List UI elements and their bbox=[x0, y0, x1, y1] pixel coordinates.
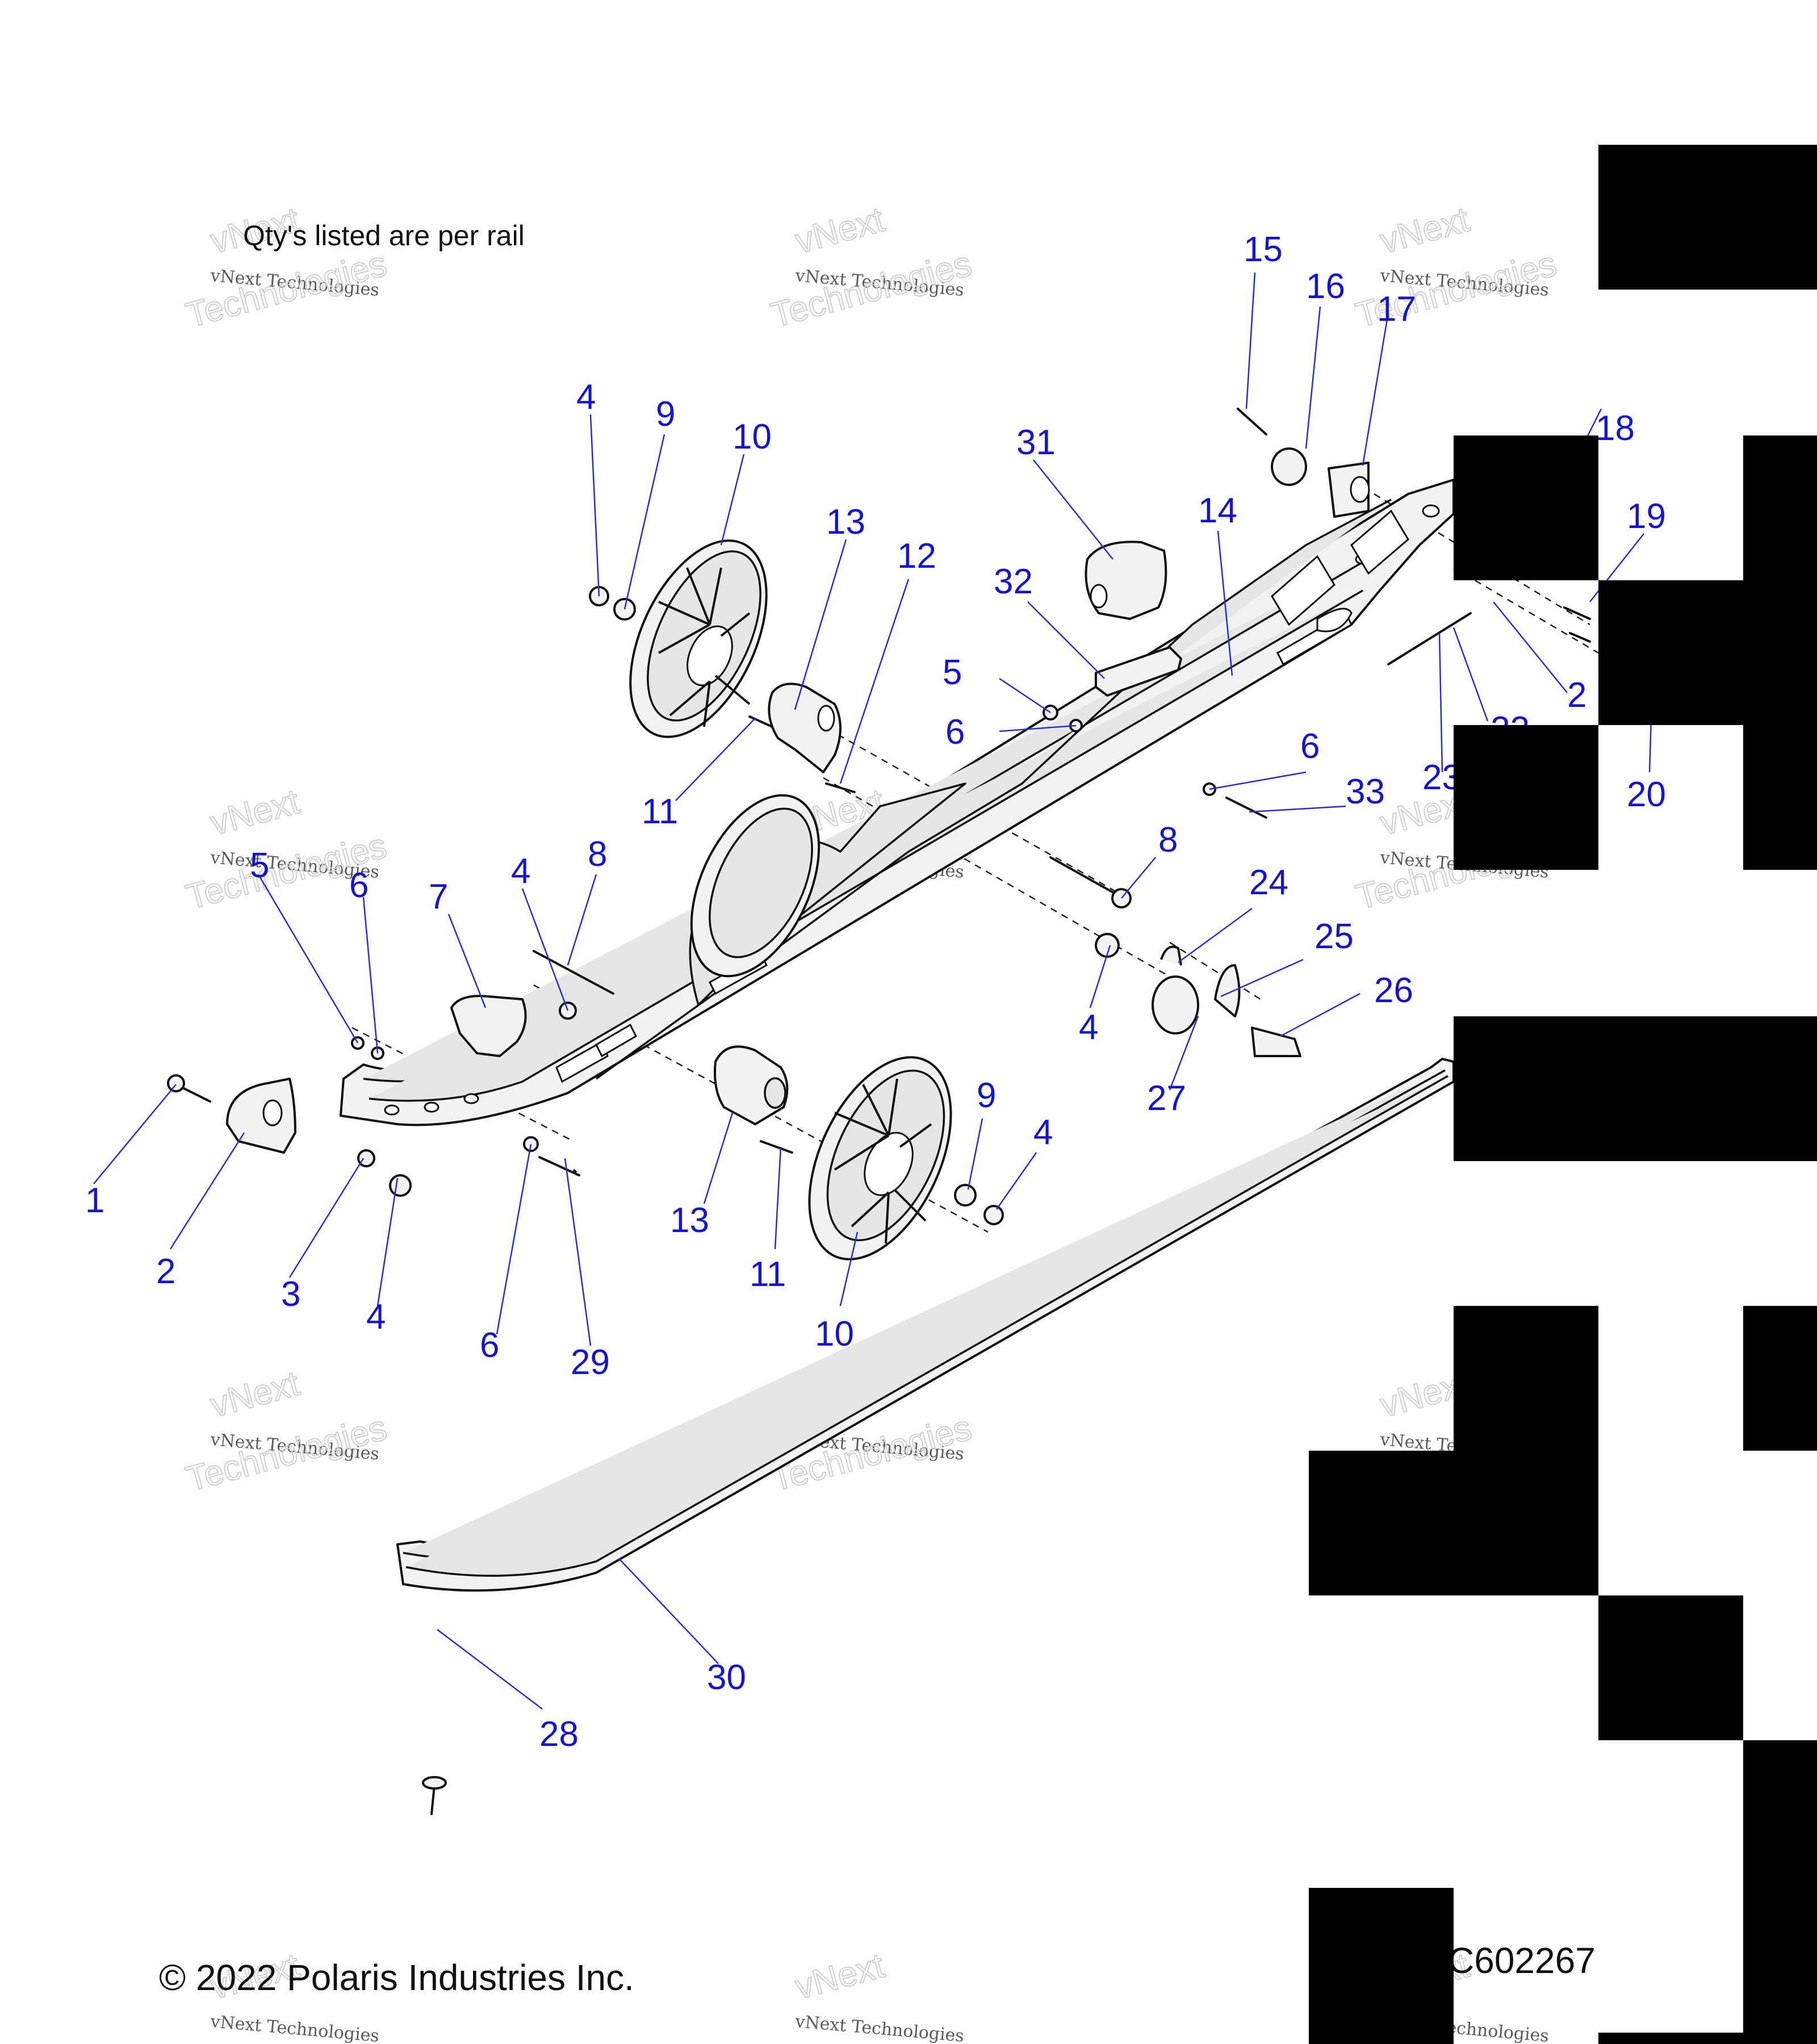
figure-id: C602267 bbox=[1448, 1940, 1596, 1981]
callout-15: 15 bbox=[1244, 230, 1283, 269]
callout-4: 4 bbox=[1033, 1113, 1053, 1152]
callout-33: 33 bbox=[1346, 772, 1385, 811]
callouts: 1 2 3 4 4 4 4 4 5 5 6 6 6 6 7 8 8 9 9 10… bbox=[85, 230, 1666, 1754]
callout-32: 32 bbox=[994, 562, 1033, 601]
redaction-blocks bbox=[1309, 145, 1817, 2044]
idler-wheel-lower bbox=[808, 1056, 952, 1260]
watermark: vNext vNext Technologies Technologies bbox=[767, 199, 976, 336]
qty-note: Qty's listed are per rail bbox=[243, 220, 525, 252]
callout-8: 8 bbox=[588, 835, 607, 874]
copyright: © 2022 Polaris Industries Inc. bbox=[159, 1957, 634, 1998]
watermark: vNext vNext Technologies bbox=[790, 1945, 965, 2044]
callout-4: 4 bbox=[576, 378, 596, 417]
hi-fax-slide bbox=[396, 1058, 1455, 1592]
callout-13: 13 bbox=[670, 1201, 709, 1240]
svg-text:Technologies: Technologies bbox=[182, 1408, 391, 1499]
callout-13: 13 bbox=[826, 502, 865, 542]
svg-text:vNext: vNext bbox=[791, 200, 888, 261]
callout-31: 31 bbox=[1016, 423, 1056, 462]
bracket-32 bbox=[1095, 646, 1182, 697]
callout-16: 16 bbox=[1306, 267, 1345, 306]
callout-7: 7 bbox=[429, 877, 448, 916]
callout-9: 9 bbox=[656, 395, 675, 434]
svg-text:vNext Technologies: vNext Technologies bbox=[209, 2012, 380, 2044]
callout-12: 12 bbox=[897, 537, 936, 576]
callout-5: 5 bbox=[943, 653, 962, 692]
callout-18: 18 bbox=[1596, 409, 1635, 448]
callout-29: 29 bbox=[571, 1343, 610, 1382]
callout-10: 10 bbox=[815, 1314, 854, 1354]
callout-4: 4 bbox=[1079, 1008, 1098, 1047]
callout-11: 11 bbox=[750, 1255, 786, 1294]
callout-6: 6 bbox=[349, 866, 369, 905]
axle-mount-13-lower bbox=[714, 1045, 789, 1125]
callout-6: 6 bbox=[1300, 727, 1320, 766]
callout-27: 27 bbox=[1147, 1079, 1186, 1118]
callout-25: 25 bbox=[1314, 917, 1354, 956]
callout-19: 19 bbox=[1627, 497, 1666, 536]
callout-28: 28 bbox=[539, 1715, 579, 1754]
stop-block-7 bbox=[450, 995, 527, 1057]
svg-text:Technologies: Technologies bbox=[767, 244, 976, 335]
svg-text:Technologies: Technologies bbox=[182, 244, 391, 335]
callout-5: 5 bbox=[250, 846, 269, 885]
fasteners bbox=[167, 408, 1591, 1815]
svg-text:vNext: vNext bbox=[791, 1946, 888, 2007]
callout-30: 30 bbox=[707, 1658, 746, 1697]
callout-6: 6 bbox=[945, 713, 965, 752]
callout-1: 1 bbox=[85, 1181, 104, 1220]
leader-lines bbox=[93, 272, 1653, 1710]
callout-4: 4 bbox=[366, 1297, 386, 1337]
callout-20: 20 bbox=[1627, 775, 1666, 814]
callout-26: 26 bbox=[1374, 971, 1413, 1010]
axle-mount-13-upper bbox=[768, 682, 841, 773]
svg-text:vNext Technologies: vNext Technologies bbox=[794, 2012, 965, 2044]
callout-2: 2 bbox=[1567, 676, 1586, 715]
callout-9: 9 bbox=[977, 1076, 996, 1115]
callout-3: 3 bbox=[281, 1275, 300, 1314]
callout-8: 8 bbox=[1158, 820, 1178, 860]
callout-14: 14 bbox=[1198, 491, 1237, 530]
rear-guard-31 bbox=[1085, 541, 1167, 620]
callout-11: 11 bbox=[642, 792, 678, 831]
callout-24: 24 bbox=[1249, 863, 1288, 902]
callout-6: 6 bbox=[480, 1326, 499, 1365]
idler-wheel-upper bbox=[629, 539, 768, 738]
callout-10: 10 bbox=[732, 417, 772, 456]
idler-wheel-middle bbox=[690, 794, 820, 978]
watermark: vNext vNext Technologies Technologies bbox=[182, 1363, 391, 1500]
callout-4: 4 bbox=[511, 852, 530, 891]
callout-17: 17 bbox=[1377, 290, 1416, 329]
svg-text:vNext: vNext bbox=[206, 782, 303, 843]
bumper-block-2 bbox=[226, 1078, 296, 1154]
svg-text:vNext: vNext bbox=[206, 1364, 303, 1425]
svg-text:vNext: vNext bbox=[1376, 200, 1473, 261]
callout-2: 2 bbox=[156, 1252, 175, 1291]
